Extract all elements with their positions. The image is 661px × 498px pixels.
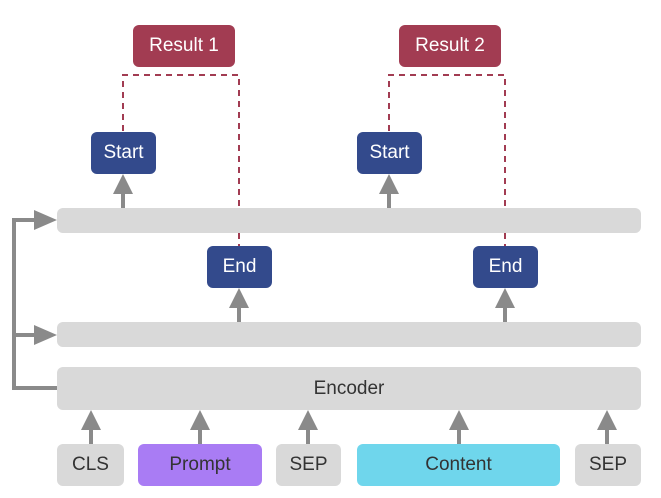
result-2-connector <box>388 74 506 246</box>
residual-connection <box>12 218 57 390</box>
token-arrows <box>81 410 617 444</box>
token-sep-2: SEP <box>575 444 641 486</box>
token-content: Content <box>357 444 560 486</box>
encoder-label: Encoder <box>313 377 385 399</box>
token-prompt: Prompt <box>138 444 262 486</box>
lower-layer-bar <box>57 322 641 347</box>
start-box-1: Start <box>91 132 156 174</box>
token-cls: CLS <box>57 444 124 486</box>
result-1-connector <box>122 74 240 246</box>
token-sep-1: SEP <box>276 444 341 486</box>
result-2-box: Result 2 <box>399 25 501 67</box>
result-1-box: Result 1 <box>133 25 235 67</box>
start-box-2: Start <box>357 132 422 174</box>
residual-arrow-lower-icon <box>34 325 57 345</box>
end-box-2: End <box>473 246 538 288</box>
end-arrows <box>229 288 515 322</box>
end-box-1: End <box>207 246 272 288</box>
residual-arrow-upper-icon <box>34 210 57 230</box>
encoder-block: Encoder <box>57 367 641 410</box>
upper-layer-bar <box>57 208 641 233</box>
start-arrows <box>113 174 399 208</box>
